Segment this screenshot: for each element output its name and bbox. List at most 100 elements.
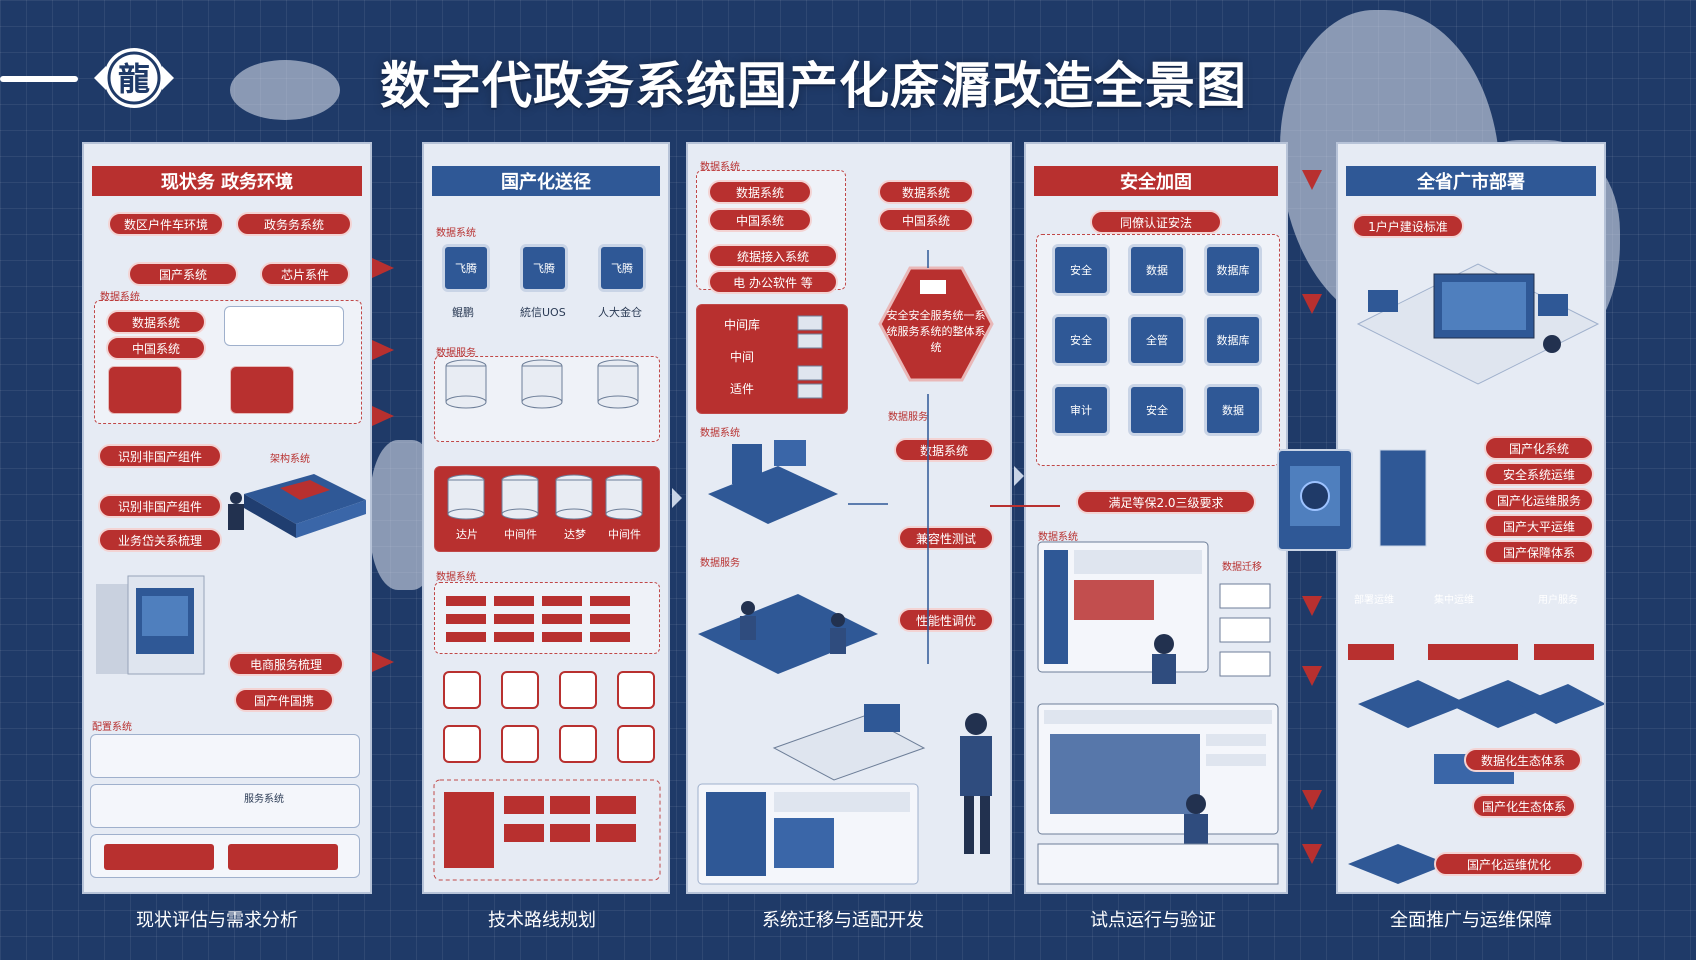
panel-item: 国产保障体系 — [1484, 540, 1594, 564]
workstation-illustration — [96, 474, 366, 675]
database-module-icon: 数据库 — [1204, 244, 1262, 296]
panel-item: 国产件国携 — [234, 688, 334, 712]
panel-item: 数据系统 — [894, 438, 994, 462]
group-label: 数据迁移 — [1222, 562, 1262, 573]
device-card-red — [230, 366, 294, 414]
security-module-icon: 安全 — [1128, 384, 1186, 436]
summary-button-right — [228, 844, 338, 870]
chip-label: 統信UOS — [520, 306, 566, 319]
database-module-icon: 数据库 — [1204, 314, 1262, 366]
panel-item: 安全系统运维 — [1484, 462, 1594, 486]
stage-label-assessment: 现状评估与需求分析 — [136, 910, 298, 931]
database-module-icon: 数据 — [1204, 384, 1262, 436]
pilot-illustration — [1037, 541, 1279, 885]
panel-tech-roadmap: 国产化送径 数据系统 飞腾 飞腾 飞腾 鲲鹏 統信UOS 人大金仓 数据服务 达… — [422, 142, 670, 894]
panel-pilot-validation: 安全加固 同僚认证安法 安全 数据 数据库 安全 全管 数据库 审计 安全 数据… — [1024, 142, 1288, 894]
audit-module-icon: 审计 — [1052, 384, 1110, 436]
stage-label-migration: 系统迁移与适配开发 — [762, 910, 924, 931]
cpu-chip-icon: 飞腾 — [598, 244, 646, 292]
panel-item: 性能性调优 — [898, 608, 994, 632]
panel-item: 中间 — [729, 349, 754, 364]
panel-item: 国产系统 — [128, 262, 238, 286]
group-label: 数据服务 — [700, 558, 740, 569]
panel-item: 业务岱关系梳理 — [98, 528, 222, 552]
panel-item: 电商服务梳理 — [228, 652, 344, 676]
security-hexagon — [878, 266, 994, 382]
map-silhouette — [230, 60, 340, 120]
panel-current-assessment: 现状务 政务环境 数区户件车环境 政务务系统 国产系统 芯片系件 数据系统 数据… — [82, 142, 372, 894]
summary-button-left — [104, 844, 214, 870]
emblem-logo-icon: 龍 — [94, 48, 174, 108]
group-label: 数据服务 — [888, 412, 928, 423]
db-label: 达梦 — [564, 528, 586, 541]
module-row — [90, 734, 360, 778]
panel-item: 电 办公软件 等 — [708, 270, 838, 294]
migration-illustration — [697, 250, 992, 885]
group-label: 集中运维 — [1434, 595, 1474, 606]
stage-label-roadmap: 技术路线规划 — [488, 910, 596, 931]
db-label: 中间件 — [504, 528, 537, 541]
panel-item: 国产大平运维 — [1484, 514, 1594, 538]
panel-item: 适件 — [729, 381, 754, 396]
panel-item: 兼容性测试 — [898, 526, 994, 550]
device-card-red — [108, 366, 182, 414]
panel-item: 1户户建设标准 — [1352, 214, 1464, 238]
cpu-chip-icon: 飞腾 — [520, 244, 568, 292]
middleware-group — [696, 304, 848, 414]
panel-item: 数据系统 — [708, 180, 812, 204]
security-module-icon: 安全 — [1052, 314, 1110, 366]
group-label: 数据系统 — [100, 292, 140, 303]
stage-label-pilot: 试点运行与验证 — [1090, 910, 1216, 931]
panel-item: 数据系统 — [878, 180, 974, 204]
panel-item: 数据系统 — [106, 310, 206, 334]
security-module-icon: 数据 — [1128, 244, 1186, 296]
db-label: 中间件 — [608, 528, 641, 541]
panel-header: 国产化送径 — [432, 166, 660, 196]
panel-header: 全省广市部署 — [1346, 166, 1596, 196]
security-module-icon: 全管 — [1128, 314, 1186, 366]
group-label: 数据服务 — [436, 348, 476, 359]
chip-label: 人大金仓 — [598, 306, 642, 319]
stage-label-rollout: 全面推广与运维保障 — [1390, 910, 1552, 931]
panel-item: 识别非国产组件 — [98, 444, 222, 468]
panel-item: 识别非国产组件 — [98, 494, 222, 518]
panel-item: 满足等保2.0三级要求 — [1076, 490, 1256, 514]
group-label: 数据系统 — [700, 428, 740, 439]
server-card — [224, 306, 344, 346]
panel-header: 现状务 政务环境 — [92, 166, 362, 196]
group-label: 数据系统 — [436, 228, 476, 239]
page-title: 数字代政务系统国产化庩漘改造全景图 — [380, 57, 1247, 115]
control-center-illustration — [1348, 263, 1604, 884]
panel-item: 中国系统 — [106, 336, 206, 360]
panel-item: 数区户件车环境 — [108, 212, 224, 236]
module-row — [90, 784, 360, 828]
hex-text: 安全安全服务统一系统服务系统的整体系统 — [886, 309, 986, 354]
panel-item: 统据接入系统 — [708, 244, 838, 268]
group-label: 配置系统 — [92, 722, 132, 733]
logo-glyph: 龍 — [118, 60, 150, 98]
group-label: 数据系统 — [436, 572, 476, 583]
group-label: 部署运维 — [1354, 595, 1394, 606]
group-label: 用户服务 — [1538, 595, 1578, 606]
panel-item: 政务务系统 — [236, 212, 352, 236]
panel-item: 同僚认证安法 — [1090, 210, 1222, 234]
chip-label: 鲲鹏 — [452, 306, 474, 319]
group-label: 架构系统 — [270, 454, 310, 465]
panel-item: 中国系统 — [708, 208, 812, 232]
panel-item: 芯片系件 — [260, 262, 350, 286]
panel-item: 国产化系统 — [1484, 436, 1594, 460]
group-label: 数据系统 — [700, 162, 740, 173]
group-label: 服务系统 — [244, 794, 284, 805]
panel-item: 国产化生态体系 — [1472, 794, 1576, 818]
panel-header: 安全加固 — [1034, 166, 1278, 196]
shield-icon: 安全 — [1052, 244, 1110, 296]
panel-item: 中间库 — [723, 317, 760, 332]
decorative-line — [0, 76, 78, 82]
db-label: 达片 — [456, 528, 478, 541]
panel-item: 中国系统 — [878, 208, 974, 232]
panel-migration: 数据系统 数据系统 中国系统 数据系统 中国系统 统据接入系统 电 办公软件 等… — [686, 142, 1012, 894]
panel-item: 国产化运维优化 — [1434, 852, 1584, 876]
panel-item: 数据化生态体系 — [1464, 748, 1582, 772]
cpu-chip-icon: 飞腾 — [442, 244, 490, 292]
